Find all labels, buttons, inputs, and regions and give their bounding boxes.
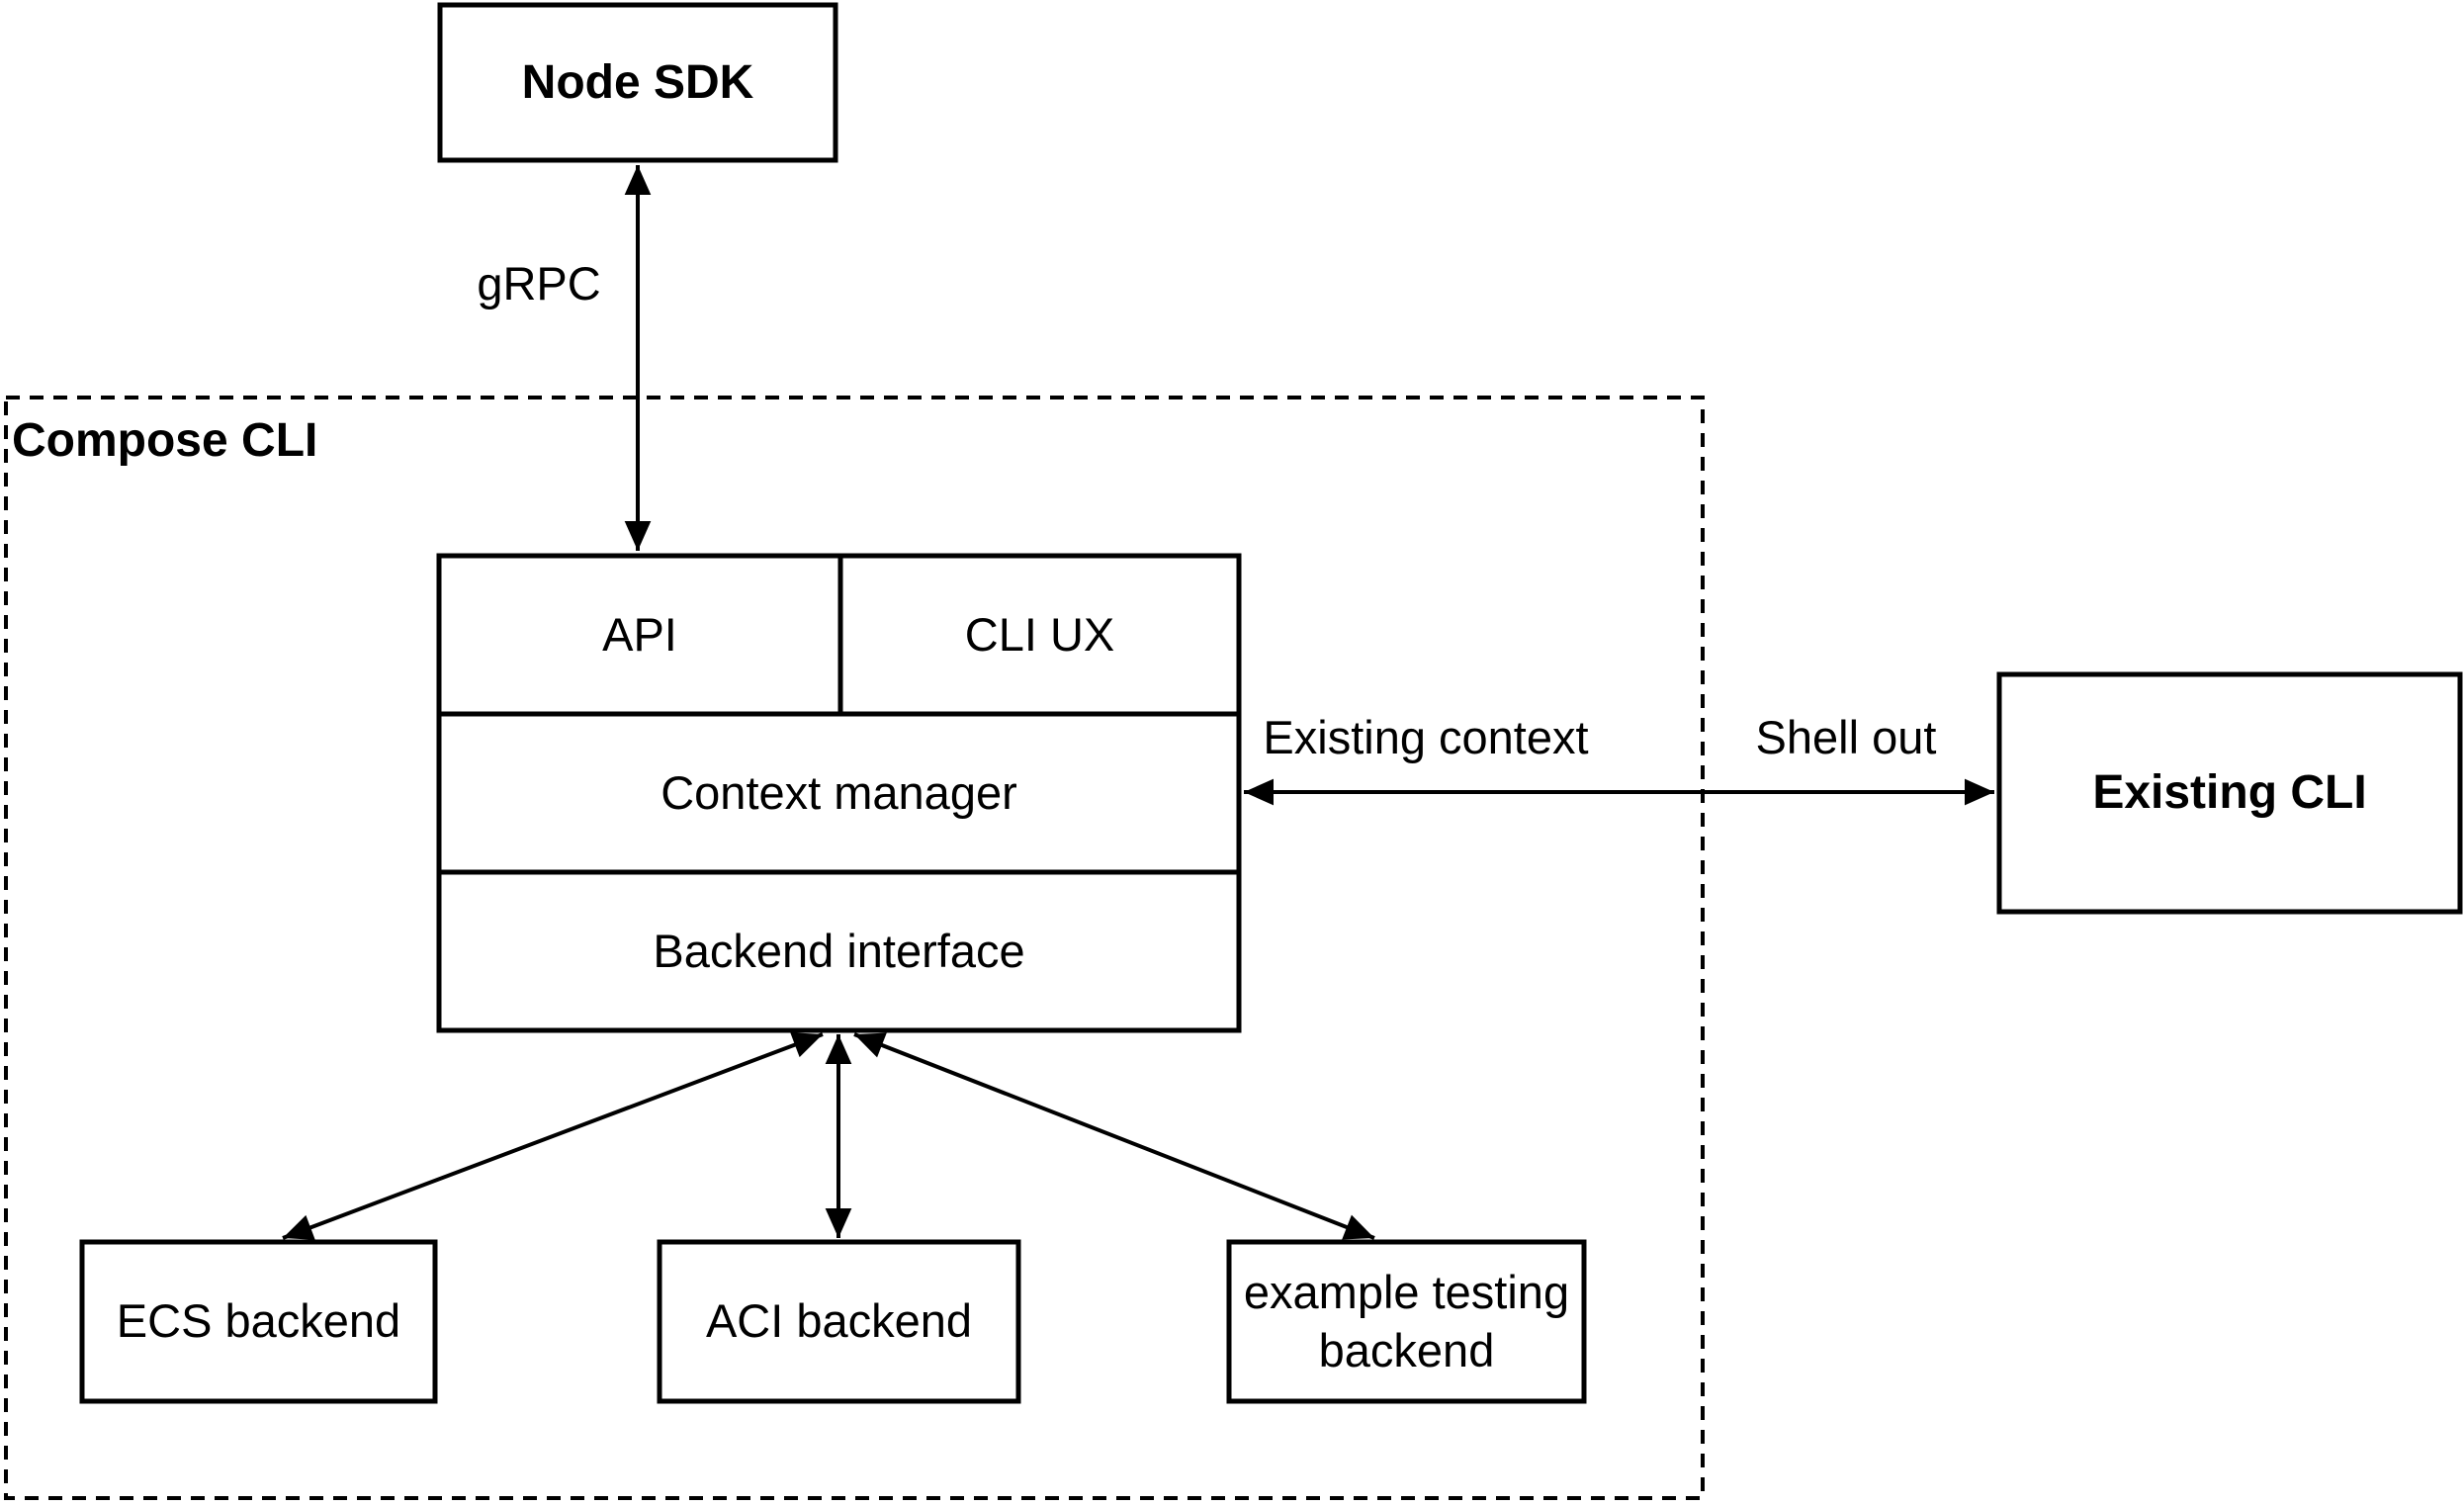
ecs-backend-label: ECS backend (116, 1294, 401, 1348)
backend-interface-label: Backend interface (653, 924, 1025, 977)
api-label: API (602, 607, 677, 661)
aci-backend-box (657, 1239, 1021, 1404)
shell-out-edge-label: Shell out (1755, 710, 1937, 763)
existing-cli-label: Existing CLI (2092, 766, 2367, 819)
example-testing-backend-box (1226, 1239, 1587, 1404)
node-sdk-label: Node SDK (521, 55, 754, 109)
aci-backend-label: ACI backend (705, 1294, 973, 1348)
cli-ux-box (837, 553, 1242, 717)
existing-context-edge-label: Existing context (1263, 710, 1589, 763)
backend-ecs-arrow (282, 1032, 824, 1240)
cli-ux-label: CLI UX (964, 607, 1115, 661)
ecs-backend-box (79, 1239, 438, 1404)
compose-cli-container (4, 396, 1705, 1500)
compose-cli-label: Compose CLI (12, 414, 318, 467)
api-box (436, 553, 843, 717)
context-manager-label: Context manager (660, 765, 1017, 819)
backend-example-arrow (853, 1032, 1375, 1240)
grpc-edge-label: gRPC (477, 256, 601, 310)
node-sdk-box (437, 2, 838, 163)
example-testing-backend-label: example testing backend (1243, 1265, 1570, 1376)
existing-cli-box (1996, 671, 2463, 915)
backend-interface-box (436, 869, 1242, 1033)
